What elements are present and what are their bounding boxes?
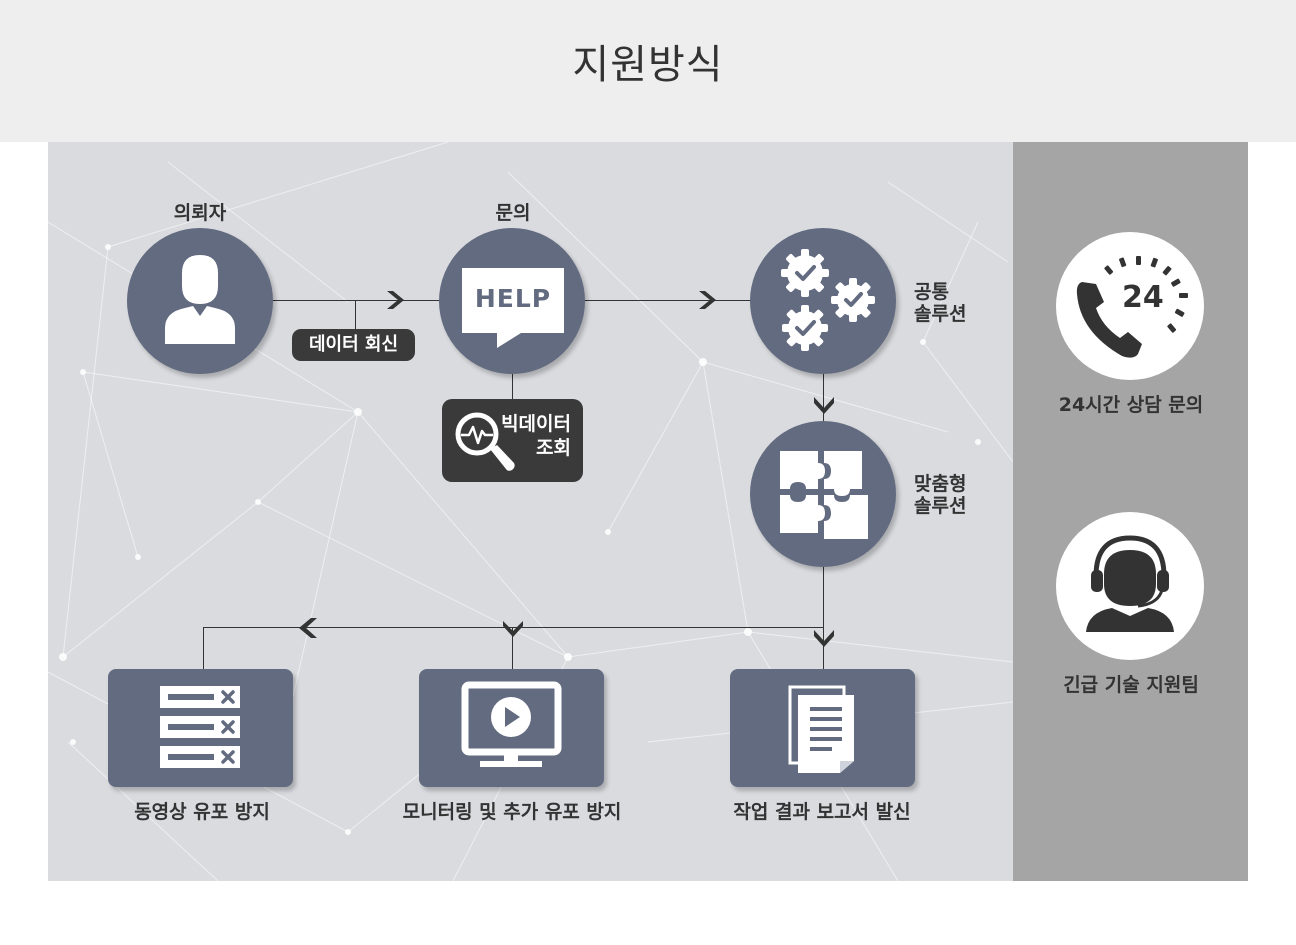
bigdata-lookup-box: 빅데이터 조회 — [442, 399, 583, 482]
headset-agent-icon — [1086, 535, 1174, 632]
custom-solution-label-line2: 솔루션 — [914, 495, 967, 517]
connector-line — [512, 627, 513, 669]
arrow-right-icon — [387, 291, 404, 309]
help-bubble-icon — [462, 268, 564, 348]
connector-line — [823, 567, 824, 669]
arrow-left-icon — [299, 618, 317, 638]
gears-check-icon — [781, 249, 875, 351]
inquiry-label: 문의 — [495, 202, 531, 224]
connector-line — [203, 627, 204, 669]
common-solution-node — [750, 228, 896, 374]
emergency-node — [1056, 512, 1204, 660]
output-card-monitoring — [419, 669, 604, 787]
connector-line — [203, 627, 824, 628]
common-solution-label-line1: 공통 — [914, 281, 949, 303]
connector-line — [823, 374, 824, 421]
inquiry-node: HELP — [439, 228, 585, 374]
page-title: 지원방식 — [572, 42, 724, 88]
counsel-24-text: 24 — [1122, 280, 1164, 315]
output-label: 모니터링 및 추가 유포 방지 — [402, 801, 622, 823]
counsel-label: 24시간 상담 문의 — [1058, 394, 1204, 416]
custom-solution-node — [750, 421, 896, 567]
output-label: 작업 결과 보고서 발신 — [733, 801, 911, 823]
custom-solution-label-line1: 맞춤형 — [914, 473, 967, 495]
requester-node — [127, 228, 273, 374]
connector-line — [355, 300, 356, 329]
bigdata-label-line2: 조회 — [536, 437, 571, 459]
data-reply-badge: 데이터 회신 — [292, 329, 415, 361]
output-label: 동영상 유포 방지 — [134, 801, 270, 823]
user-icon — [165, 255, 235, 344]
list-x-icon — [160, 686, 240, 768]
common-solution-label: 공통 솔루션 — [914, 281, 966, 325]
monitor-play-icon — [461, 681, 562, 767]
documents-icon — [788, 685, 854, 773]
arrow-down-icon — [814, 630, 834, 647]
connector-line — [273, 300, 440, 301]
magnifier-pulse-icon — [455, 412, 515, 471]
help-text: HELP — [474, 284, 552, 313]
custom-solution-label: 맞춤형 솔루션 — [914, 473, 966, 517]
requester-label: 의뢰자 — [173, 202, 227, 224]
bigdata-label-line1: 빅데이터 — [501, 413, 571, 435]
output-card-video-prevention — [108, 669, 293, 787]
connector-line — [512, 374, 513, 399]
output-card-report — [730, 669, 915, 787]
emergency-label: 긴급 기술 지원팀 — [1063, 674, 1199, 696]
connector-line — [585, 300, 751, 301]
phone-24-icon — [1076, 256, 1188, 358]
arrow-right-icon — [699, 291, 716, 309]
arrow-down-icon — [503, 621, 523, 637]
counsel-node: 24 — [1056, 232, 1204, 380]
header-bar: 지원방식 — [0, 0, 1296, 142]
arrow-down-icon — [814, 397, 834, 414]
puzzle-icon — [780, 451, 868, 539]
bigdata-label: 빅데이터 조회 — [501, 412, 571, 460]
common-solution-label-line2: 솔루션 — [914, 303, 967, 325]
